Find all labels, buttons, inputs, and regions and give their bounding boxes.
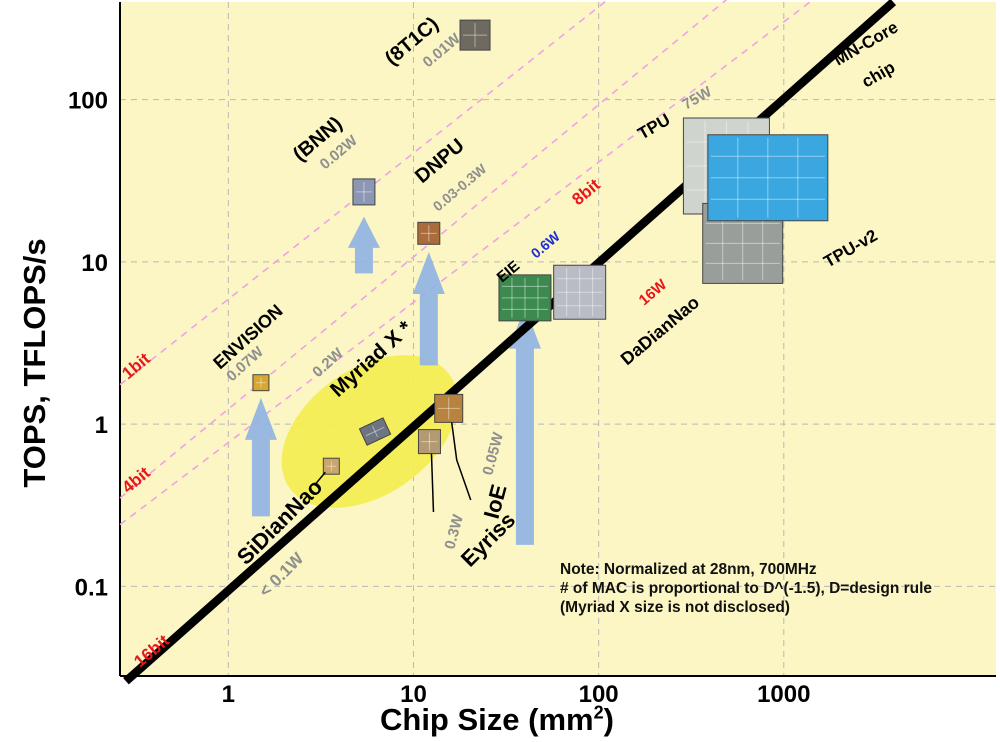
- chip-body: [707, 134, 829, 222]
- chip-marker: [459, 19, 491, 51]
- x-tick-label: 1: [222, 681, 235, 708]
- improvement-arrow: [508, 306, 541, 545]
- x-tick-label: 1000: [757, 681, 810, 708]
- eyriss-leader-line: [430, 453, 435, 513]
- y-tick-label: 0.1: [75, 574, 108, 601]
- x-tick-label: 10: [400, 681, 427, 708]
- note-line-1: Note: Normalized at 28nm, 700MHz: [560, 561, 817, 578]
- x-axis-title: Chip Size (mm2): [380, 702, 614, 738]
- chip-body: [434, 393, 464, 423]
- trend-line-16bit: [123, 0, 897, 685]
- y-tick-label: 10: [81, 250, 108, 277]
- chip-body: [417, 429, 441, 455]
- improvement-arrow: [347, 216, 380, 274]
- chip-body: [498, 274, 552, 322]
- chip-detail: [372, 425, 379, 438]
- chip-marker: [352, 178, 376, 206]
- chip-markers: [252, 19, 829, 475]
- chip-body: [417, 221, 441, 245]
- chip-body: [459, 19, 491, 51]
- chip-marker: [707, 134, 829, 222]
- x-tick-label: 100: [579, 681, 619, 708]
- bit-line: [119, 0, 815, 526]
- note-line-2: # of MAC is proportional to D^(-1.5), D=…: [560, 580, 933, 597]
- x-axis-title-close: ): [603, 702, 614, 737]
- chip-marker: [417, 221, 441, 245]
- improvement-arrow: [244, 397, 277, 517]
- plot-background: [120, 2, 996, 676]
- chip-marker: [252, 374, 270, 392]
- chip-body: [358, 417, 392, 446]
- y-axis-title: TOPS, TFLOPS/s: [17, 238, 52, 488]
- y-tick-label: 100: [68, 88, 108, 115]
- bit-line: [119, 0, 609, 386]
- chip-marker: [322, 457, 340, 475]
- chip-marker: [417, 429, 441, 455]
- note: Note: Normalized at 28nm, 700MHz # of MA…: [560, 560, 932, 617]
- chip-body: [322, 457, 340, 475]
- chip-body: [252, 374, 270, 392]
- x-axis-title-sup: 2: [593, 702, 604, 723]
- note-line-3: (Myriad X size is not disclosed): [560, 599, 790, 616]
- chip-marker: [358, 417, 392, 446]
- chip-detail: [365, 426, 385, 437]
- tick-labels: 1 10 100 1000 0.1 1 10 100: [68, 88, 811, 708]
- chip-marker: [434, 393, 464, 423]
- ioe-leader-line: [450, 422, 472, 501]
- y-tick-label: 1: [95, 412, 108, 439]
- x-axis-title-text: Chip Size (mm: [380, 702, 594, 737]
- chip-body: [352, 178, 376, 206]
- improvement-arrow: [412, 252, 445, 366]
- chip-body: [553, 264, 607, 320]
- chip-marker: [498, 274, 552, 322]
- chip-marker: [553, 264, 607, 320]
- axes: [119, 2, 996, 677]
- sidiannao-leader-line: [314, 471, 326, 485]
- improvement-arrows: [244, 216, 541, 545]
